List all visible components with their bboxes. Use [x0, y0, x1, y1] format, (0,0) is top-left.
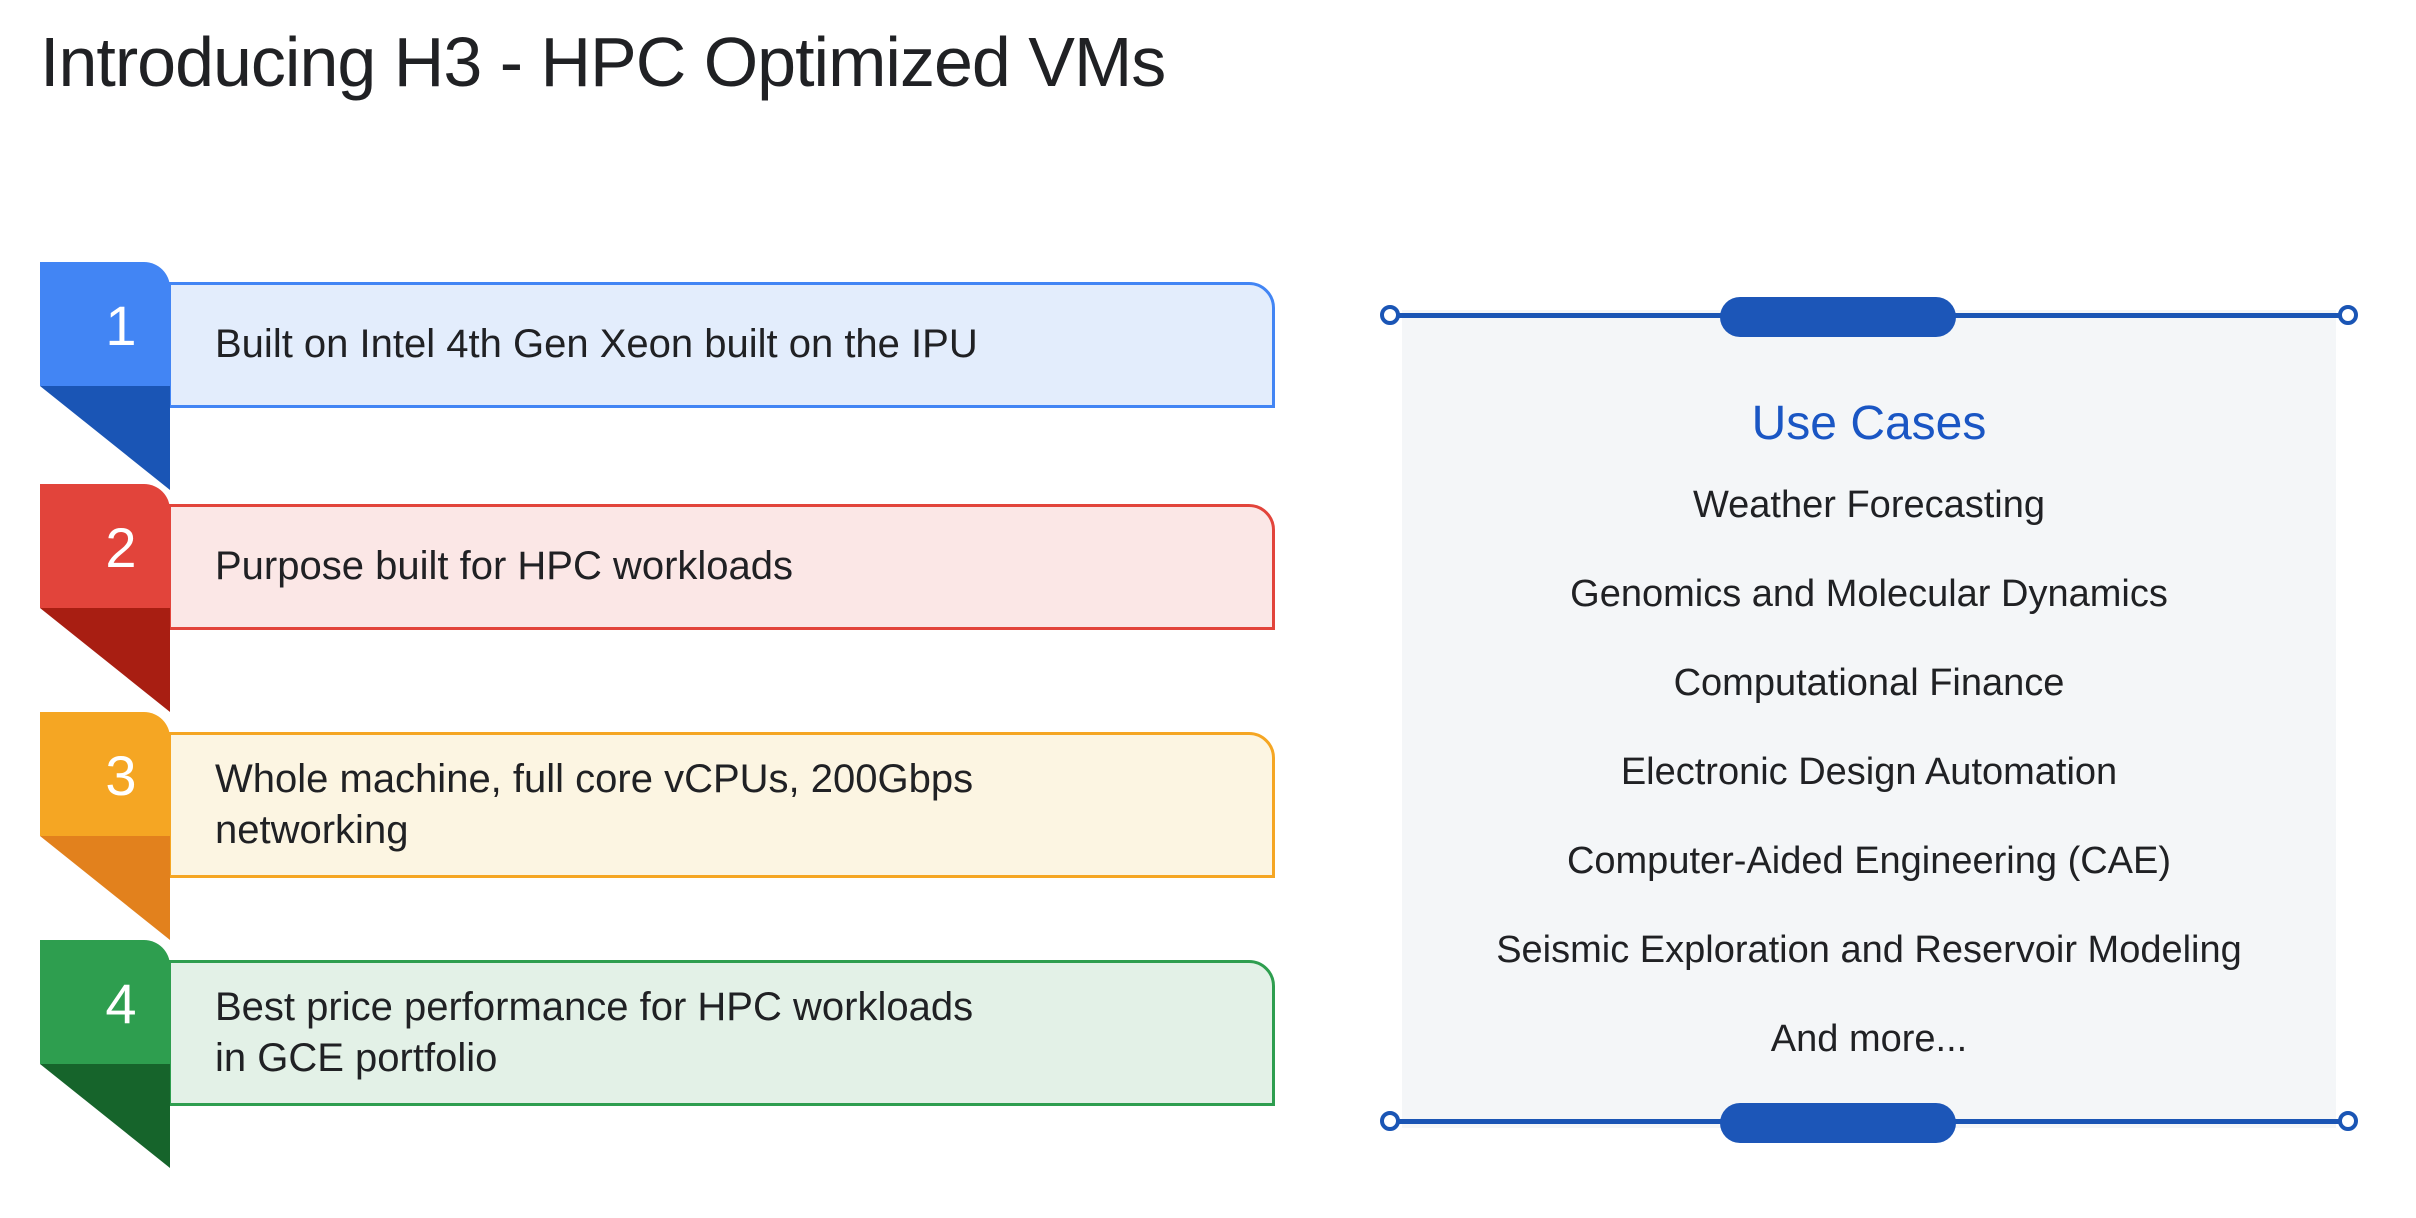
ribbon-number-tab: 1	[40, 262, 170, 386]
ribbon-body: Built on Intel 4th Gen Xeon built on the…	[168, 282, 1275, 408]
use-case-item: Electronic Design Automation	[1620, 751, 2118, 793]
use-cases-box	[1402, 310, 2336, 1128]
ribbon-item-4: Best price performance for HPC workloads…	[0, 940, 1300, 1168]
ribbon-body: Purpose built for HPC workloads	[168, 504, 1275, 630]
ribbon-body: Best price performance for HPC workloads…	[168, 960, 1275, 1106]
use-case-item: Weather Forecasting	[1692, 484, 2046, 526]
ribbon-text: Built on Intel 4th Gen Xeon built on the…	[215, 322, 978, 367]
use-cases-heading: Use Cases	[1751, 397, 1987, 450]
ribbon-fold-icon	[40, 386, 170, 490]
ribbon-body: Whole machine, full core vCPUs, 200Gbps …	[168, 732, 1275, 878]
numbered-ribbon-list: Built on Intel 4th Gen Xeon built on the…	[0, 262, 1300, 1182]
ribbon-number-label: 2	[105, 516, 137, 579]
ribbon-text: Whole machine, full core vCPUs, 200Gbps …	[215, 756, 974, 852]
ribbon-number-tab: 2	[40, 484, 170, 608]
rail-endpoint-right-icon	[2338, 305, 2358, 325]
use-case-item: Genomics and Molecular Dynamics	[1570, 573, 2168, 615]
panel-rail-bottom	[1380, 1103, 2358, 1143]
panel-rail-top	[1380, 297, 2358, 337]
use-case-item: Computational Finance	[1673, 662, 2065, 704]
ribbon-fold-icon	[40, 1064, 170, 1168]
ribbon-number-label: 1	[105, 294, 137, 357]
rail-endpoint-left-icon	[1380, 305, 1400, 325]
ribbon-fold-icon	[40, 836, 170, 940]
ribbon-fold-icon	[40, 608, 170, 712]
rail-endpoint-right-icon	[2338, 1111, 2358, 1131]
use-case-item: Computer-Aided Engineering (CAE)	[1566, 840, 2172, 882]
ribbon-item-3: Whole machine, full core vCPUs, 200Gbps …	[0, 712, 1300, 940]
page-title: Introducing H3 - HPC Optimized VMs	[40, 23, 1166, 101]
rail-clip-top-icon	[1720, 297, 1956, 337]
ribbon-number-tab: 4	[40, 940, 170, 1064]
ribbon-number-label: 3	[105, 744, 137, 807]
ribbon-text: Best price performance for HPC workloads…	[215, 984, 974, 1080]
ribbon-number-label: 4	[105, 972, 137, 1035]
rail-endpoint-left-icon	[1380, 1111, 1400, 1131]
use-case-item: And more...	[1770, 1018, 1968, 1060]
ribbon-item-2: Purpose built for HPC workloads 2	[0, 484, 1300, 712]
ribbon-text: Purpose built for HPC workloads	[215, 544, 794, 589]
use-case-item: Seismic Exploration and Reservoir Modeli…	[1496, 929, 2242, 971]
ribbon-number-tab: 3	[40, 712, 170, 836]
ribbon-item-1: Built on Intel 4th Gen Xeon built on the…	[0, 262, 1300, 490]
rail-clip-bottom-icon	[1720, 1103, 1956, 1143]
